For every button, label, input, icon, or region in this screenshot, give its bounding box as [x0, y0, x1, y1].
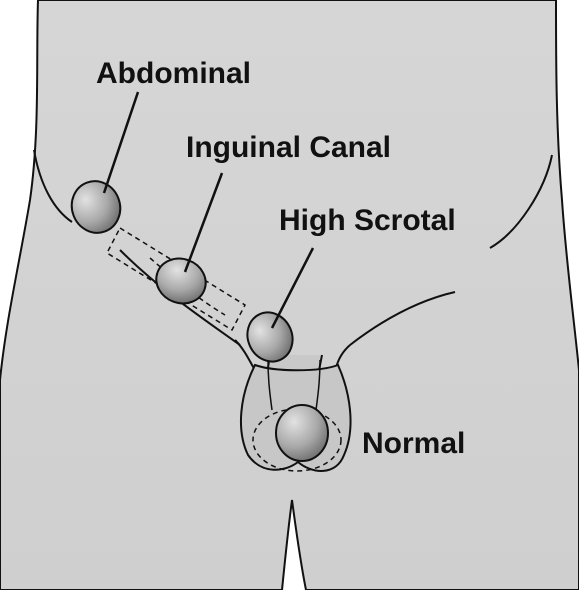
abdominal-label: Abdominal	[96, 57, 251, 90]
high-scrotal-label: High Scrotal	[279, 204, 456, 237]
inguinal-canal-label: Inguinal Canal	[186, 131, 391, 164]
normal-label: Normal	[362, 427, 465, 460]
normal-testis	[276, 405, 328, 461]
